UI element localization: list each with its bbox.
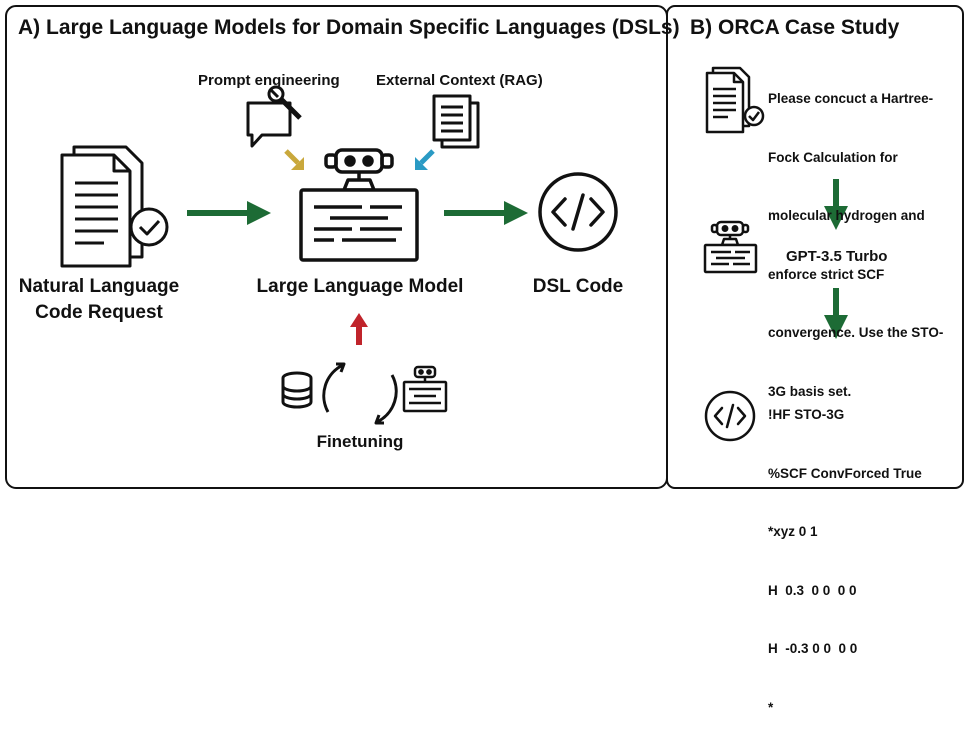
arrow-prompt-engineering [284,149,300,165]
finetuning-cycle-icon [322,362,398,425]
prompt-document-icon [705,66,765,134]
prompt-line: 3G basis set. [768,383,852,399]
database-icon [281,371,313,409]
document-check-icon [60,145,169,268]
arrow-finetuning-head [350,313,368,327]
code-icon [538,172,618,252]
finetuned-robot-icon [402,365,448,413]
prompt-engineering-icon [246,85,302,148]
prompt-engineering-label: Prompt engineering [198,72,340,89]
code-line: *xyz 0 1 [768,524,818,539]
finetuning-label: Finetuning [316,432,404,451]
code-line: H 0.3 0 0 0 0 [768,582,857,598]
natural-language-label-line1: Natural Language [18,276,180,297]
external-context-label: External Context (RAG) [376,72,543,89]
prompt-line: molecular hydrogen and [768,208,925,223]
panel-b-title: B) ORCA Case Study [690,16,900,39]
prompt-line: Please concuct a Hartree- [768,91,934,106]
code-line: !HF STO-3G [768,407,845,422]
natural-language-label-line2: Code Request [35,302,163,323]
external-context-icon [432,94,480,149]
prompt-line: convergence. Use the STO- [768,325,944,340]
llm-label: Large Language Model [256,276,464,297]
panel-b-border [666,5,964,489]
gpt-robot-icon [703,220,758,274]
arrow-external-context [419,149,435,165]
gpt-model-label: GPT-3.5 Turbo [786,248,888,265]
code-line: * [768,699,774,715]
arrow-prompt-engineering-head [291,157,304,170]
llm-robot-icon [299,148,419,262]
code-line: H -0.3 0 0 0 0 [768,641,858,656]
orca-code-text: !HF STO-3G %SCF ConvForced True *xyz 0 1… [768,366,922,737]
arrow-external-context-head [415,157,428,170]
figure-canvas [5,5,964,489]
code-icon-b [704,390,756,442]
prompt-text: Please concuct a Hartree- Fock Calculati… [768,50,943,421]
prompt-line: enforce strict SCF [768,266,885,282]
code-line: %SCF ConvForced True [768,465,922,481]
dsl-code-label: DSL Code [532,276,624,297]
prompt-line: Fock Calculation for [768,149,898,165]
panel-a-title: A) Large Language Models for Domain Spec… [18,16,680,39]
